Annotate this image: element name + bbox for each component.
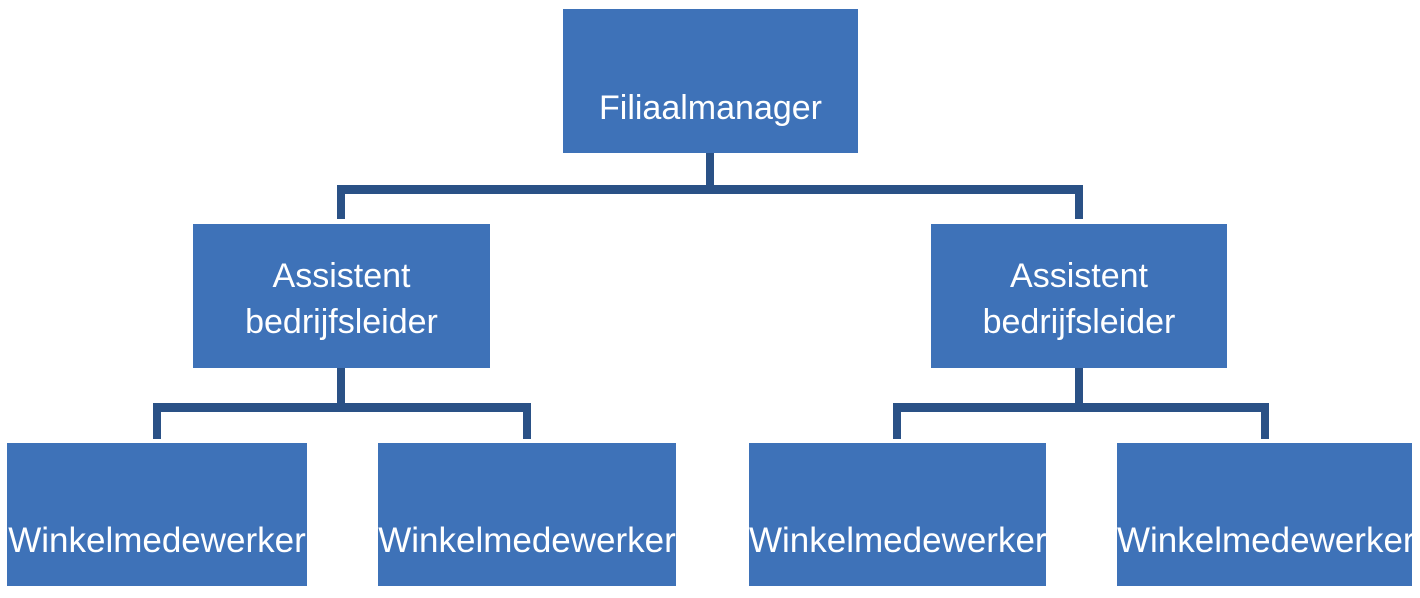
org-node-label: Winkelmedewerker [8,521,306,560]
connector-right-drop-left [893,403,901,439]
connector-right-stub [1075,368,1083,404]
connector-right-bar [893,403,1269,412]
org-node-label: Filiaalmanager [599,89,822,127]
org-node-winkelmedewerker-3: Winkelmedewerker [749,443,1047,586]
org-node-filiaalmanager: Filiaalmanager [563,9,858,153]
connector-right-drop-right [1261,403,1269,439]
org-node-assistent-bedrijfsleider-left: Assistent bedrijfsleider [193,224,490,368]
org-node-label: Winkelmedewerker [749,521,1047,560]
org-node-winkelmedewerker-4: Winkelmedewerker [1117,443,1415,586]
org-node-label: Winkelmedewerker [1117,521,1415,560]
connector-root-bar [337,185,1083,194]
org-node-label: Assistent bedrijfsleider [982,257,1176,341]
org-node-label: Winkelmedewerker [378,521,676,560]
org-node-winkelmedewerker-2: Winkelmedewerker [378,443,676,586]
org-node-assistent-bedrijfsleider-right: Assistent bedrijfsleider [931,224,1227,368]
connector-root-drop-right [1075,185,1083,219]
connector-left-drop-left [153,403,161,439]
connector-left-bar [153,403,531,412]
connector-root-stub [706,153,714,187]
connector-root-drop-left [337,185,345,219]
connector-left-stub [337,368,345,404]
org-node-winkelmedewerker-1: Winkelmedewerker [7,443,307,586]
connector-left-drop-right [523,403,531,439]
org-node-label: Assistent bedrijfsleider [245,257,438,341]
